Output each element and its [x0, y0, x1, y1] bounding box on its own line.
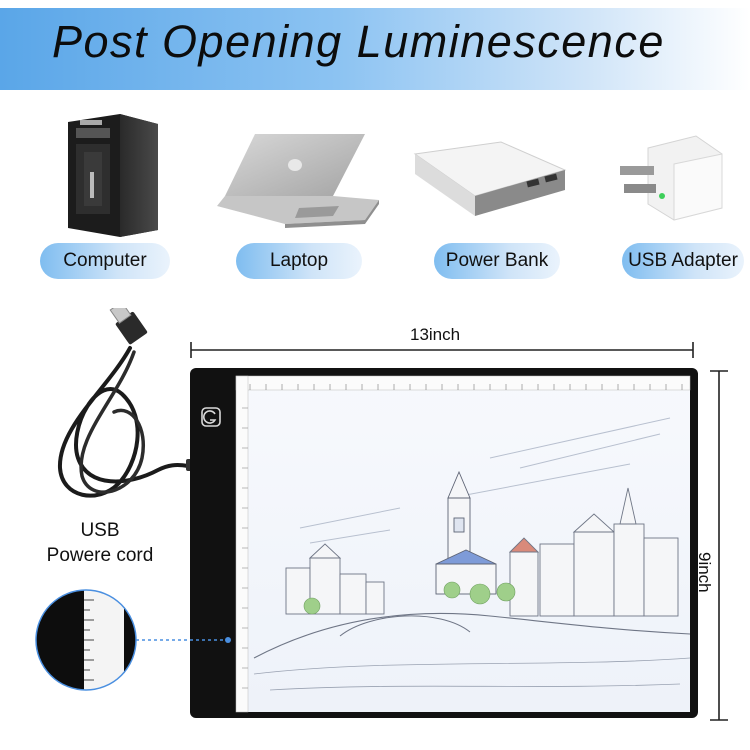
- label-computer: Computer: [40, 243, 170, 279]
- computer-tower-icon: [68, 114, 158, 237]
- width-label: 13inch: [410, 325, 461, 344]
- page-title: Post Opening Luminescence: [52, 16, 665, 67]
- label-usb-adapter: USB Adapter: [622, 243, 744, 279]
- label-power-bank: Power Bank: [434, 243, 560, 279]
- usb-label-line1: USB: [80, 520, 120, 541]
- light-pad: [190, 368, 698, 718]
- ruler-zoom-inset: [35, 589, 231, 691]
- laptop-icon: [217, 134, 379, 228]
- title-banner: [0, 8, 750, 90]
- usb-cord-label: USB Powere cord: [30, 518, 170, 568]
- usb-adapter-icon: [620, 135, 723, 221]
- width-dimension-line: [190, 342, 694, 358]
- usb-label-line2: Powere cord: [46, 545, 154, 566]
- power-bank-icon: [413, 141, 567, 216]
- height-dimension-line: [710, 370, 728, 721]
- usb-cable-icon: [57, 308, 198, 498]
- label-laptop: Laptop: [236, 243, 362, 279]
